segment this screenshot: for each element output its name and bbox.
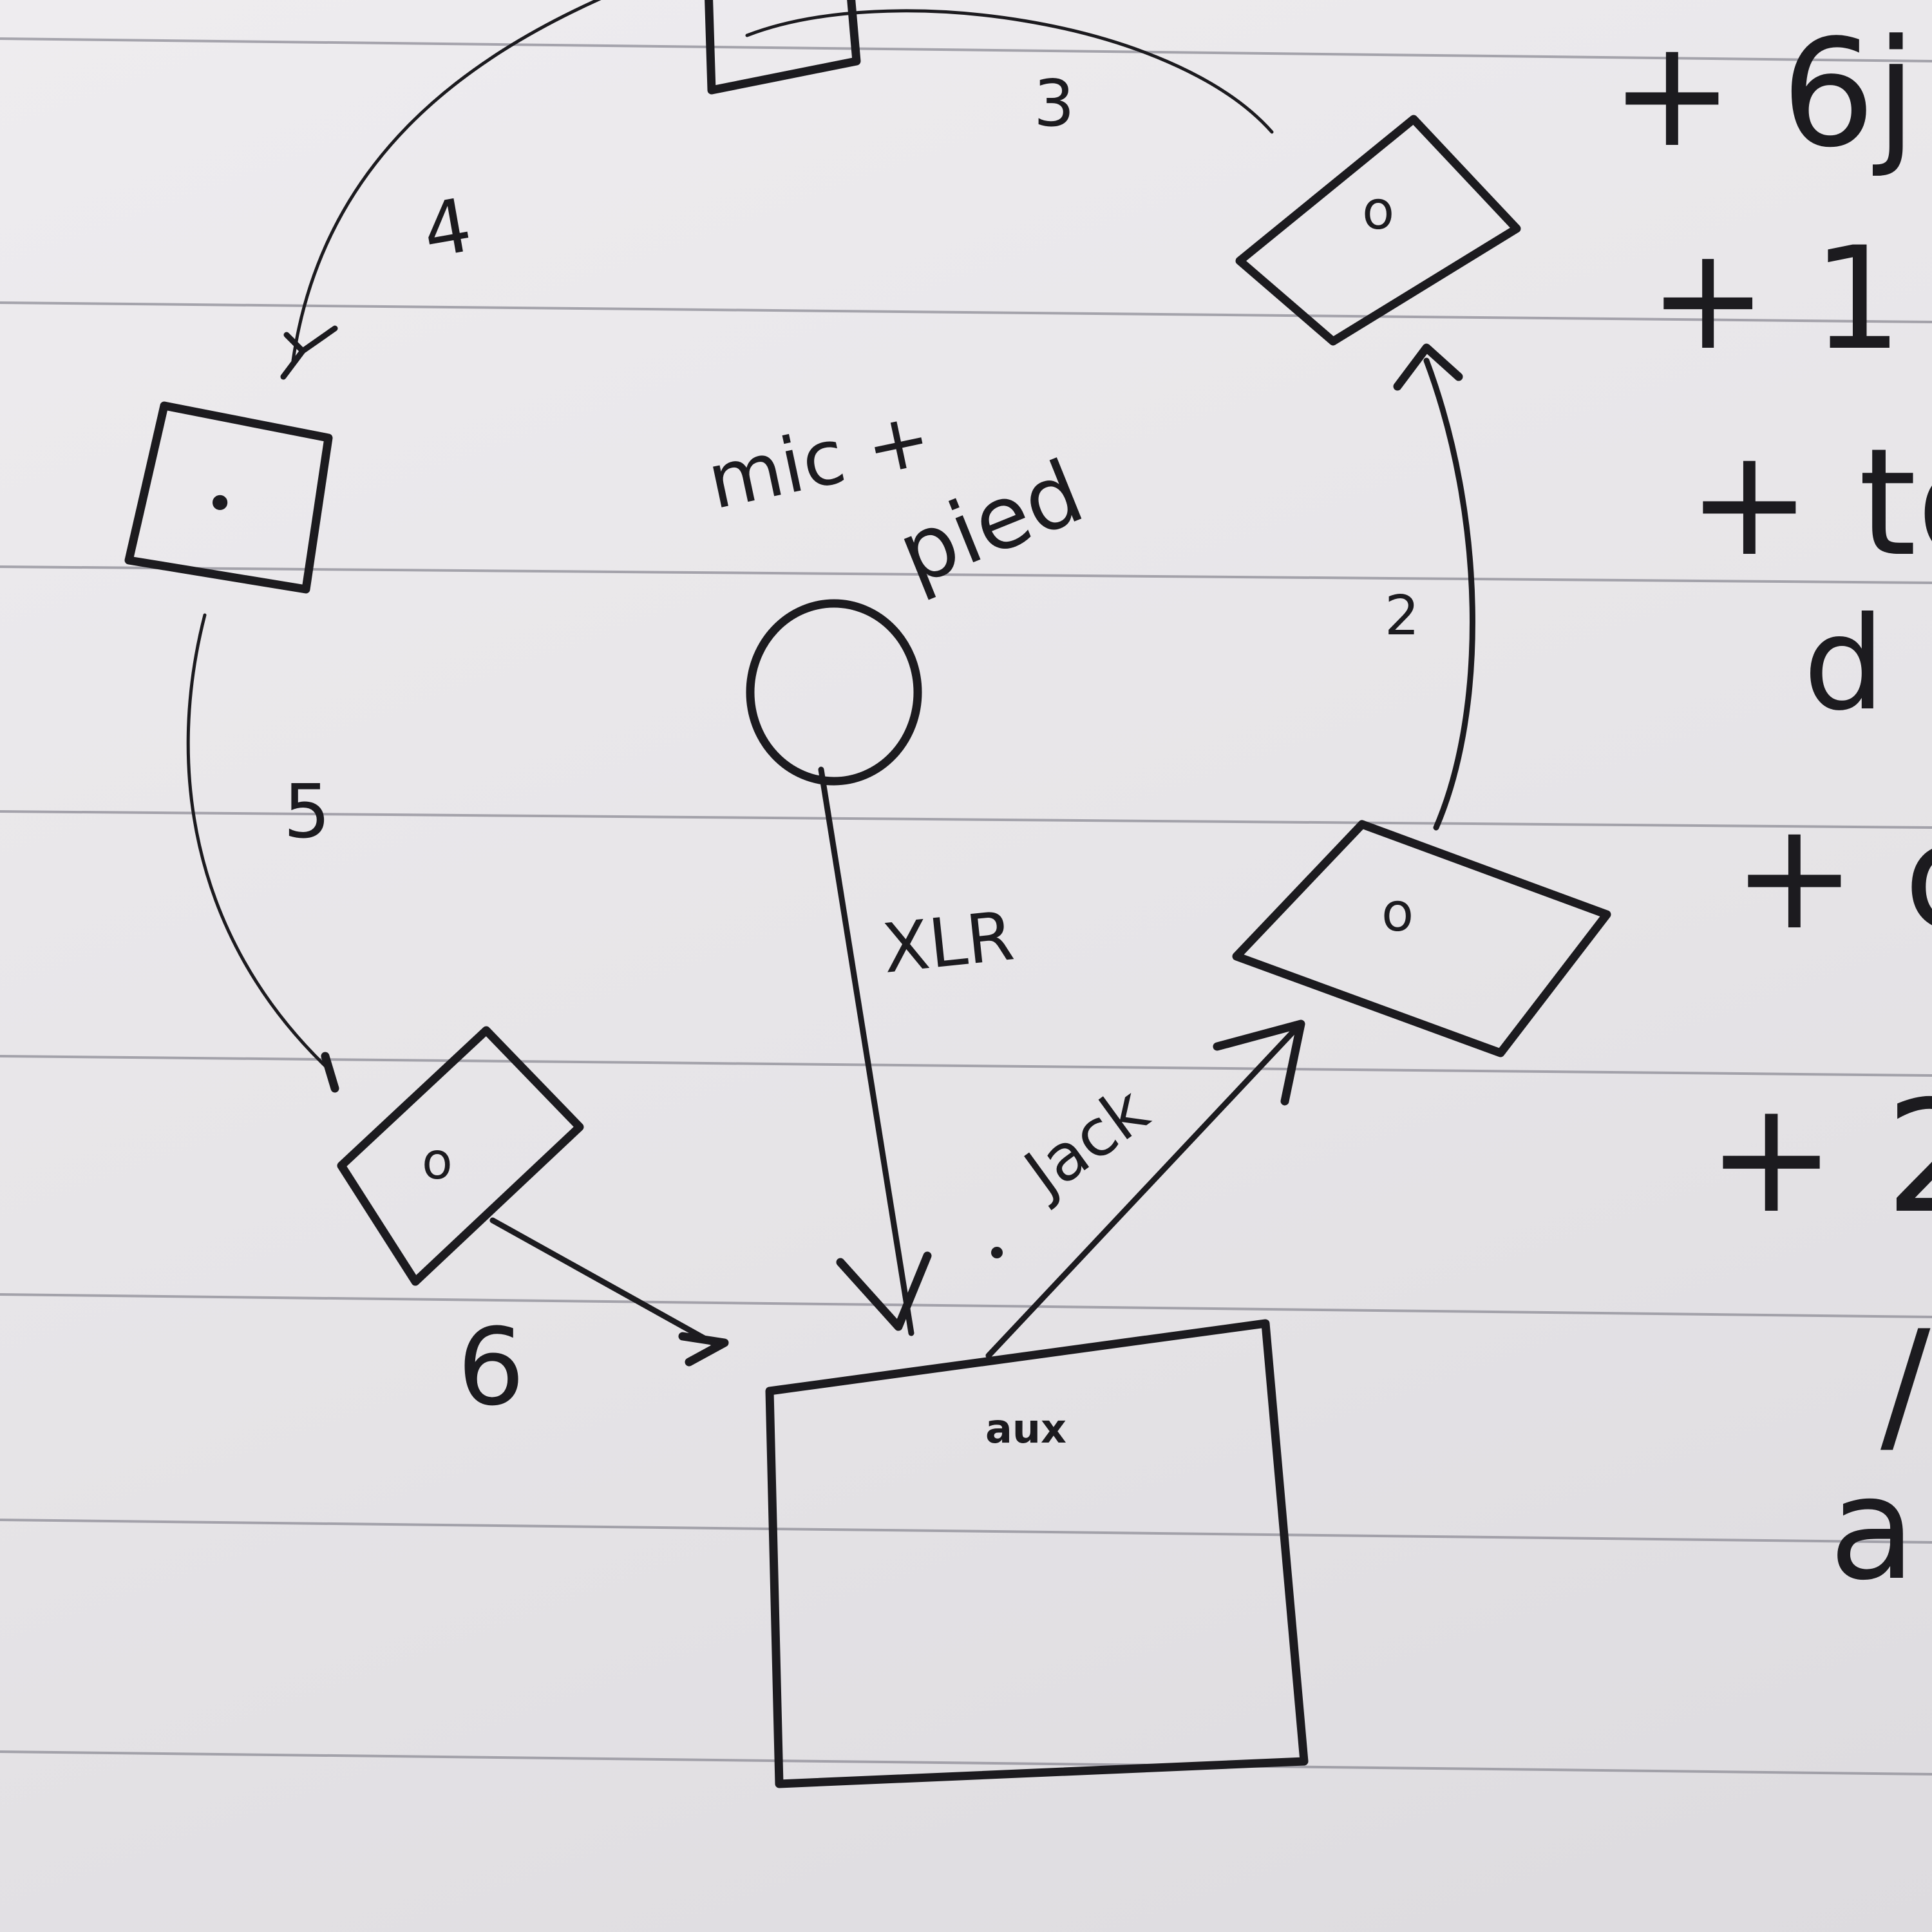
aux-frame — [765, 1319, 1309, 1788]
cable-path-5 — [186, 613, 330, 1071]
ruled-line — [0, 1519, 1932, 1544]
unit-frame — [705, 0, 861, 95]
margin-note: a — [1829, 1446, 1916, 1611]
step-number-2: 2 — [1385, 584, 1419, 648]
ruled-line — [0, 810, 1932, 829]
arrowhead-2 — [1393, 343, 1463, 391]
margin-note: + 1 — [1649, 216, 1902, 381]
arrowhead-jack — [1213, 1019, 1305, 1106]
cable-jack — [985, 1027, 1298, 1359]
step-number-6: 6 — [457, 1305, 525, 1429]
straight-cables — [489, 766, 1298, 1359]
margin-note: / — [1880, 1300, 1931, 1472]
ruled-line — [0, 565, 1932, 584]
step-number-4: 4 — [417, 182, 478, 276]
ruled-line — [0, 1750, 1932, 1776]
step-number-3: 3 — [1034, 66, 1075, 141]
jack-label: Jack — [1008, 1072, 1161, 1213]
margin-note: + c — [1732, 791, 1932, 963]
cable-path-4 — [291, 0, 601, 363]
margin-note: + to — [1687, 417, 1932, 589]
cable-xlr — [818, 766, 914, 1336]
speaker-unit-top — [705, 0, 861, 95]
unit-mark: o — [422, 1133, 453, 1191]
speaker-unit-upper-right: o — [1235, 115, 1521, 346]
margin-note: d — [1803, 589, 1885, 739]
arrowhead-xlr — [836, 1251, 932, 1331]
ruled-line — [0, 301, 1932, 323]
ink-dot — [991, 1247, 1003, 1258]
arrowhead-4 — [280, 325, 338, 380]
xlr-label: XLR — [879, 896, 1018, 989]
aux-box: aux — [765, 1319, 1309, 1788]
microphone — [746, 599, 922, 786]
speaker-unit-lower-left: o — [337, 1026, 584, 1286]
aux-label: aux — [985, 1405, 1066, 1452]
cable-6 — [489, 1217, 721, 1349]
arrowheads — [280, 325, 1463, 1367]
unit-mark: • — [205, 474, 235, 534]
unit-mark: o — [1381, 882, 1414, 943]
step-numbers: 2 3 4 5 6 — [283, 66, 1419, 1429]
speaker-unit-left: • — [124, 401, 333, 594]
arrowhead-6 — [678, 1332, 729, 1367]
unit-frame — [1235, 115, 1521, 346]
cable-paths — [186, 0, 1475, 1071]
cable-path-2 — [1423, 357, 1475, 831]
margin-notes: + 6j + 1 + to d + c + 2 / a — [1610, 8, 1932, 1611]
unit-frame — [1232, 820, 1611, 1057]
mic-circle — [746, 599, 922, 786]
speaker-unit-right: o — [1232, 820, 1611, 1057]
margin-note: + 6j — [1610, 8, 1917, 180]
unit-frame — [337, 1026, 584, 1286]
cable-path-3 — [745, 9, 1274, 134]
step-number-5: 5 — [283, 769, 330, 855]
arrowhead-5 — [321, 1052, 339, 1093]
ruled-line — [0, 1055, 1932, 1077]
unit-frame — [124, 401, 333, 594]
unit-mark: o — [1362, 180, 1394, 242]
ruled-line — [0, 37, 1932, 62]
ruled-line — [0, 1293, 1932, 1318]
margin-note: + 2 — [1707, 1067, 1932, 1247]
